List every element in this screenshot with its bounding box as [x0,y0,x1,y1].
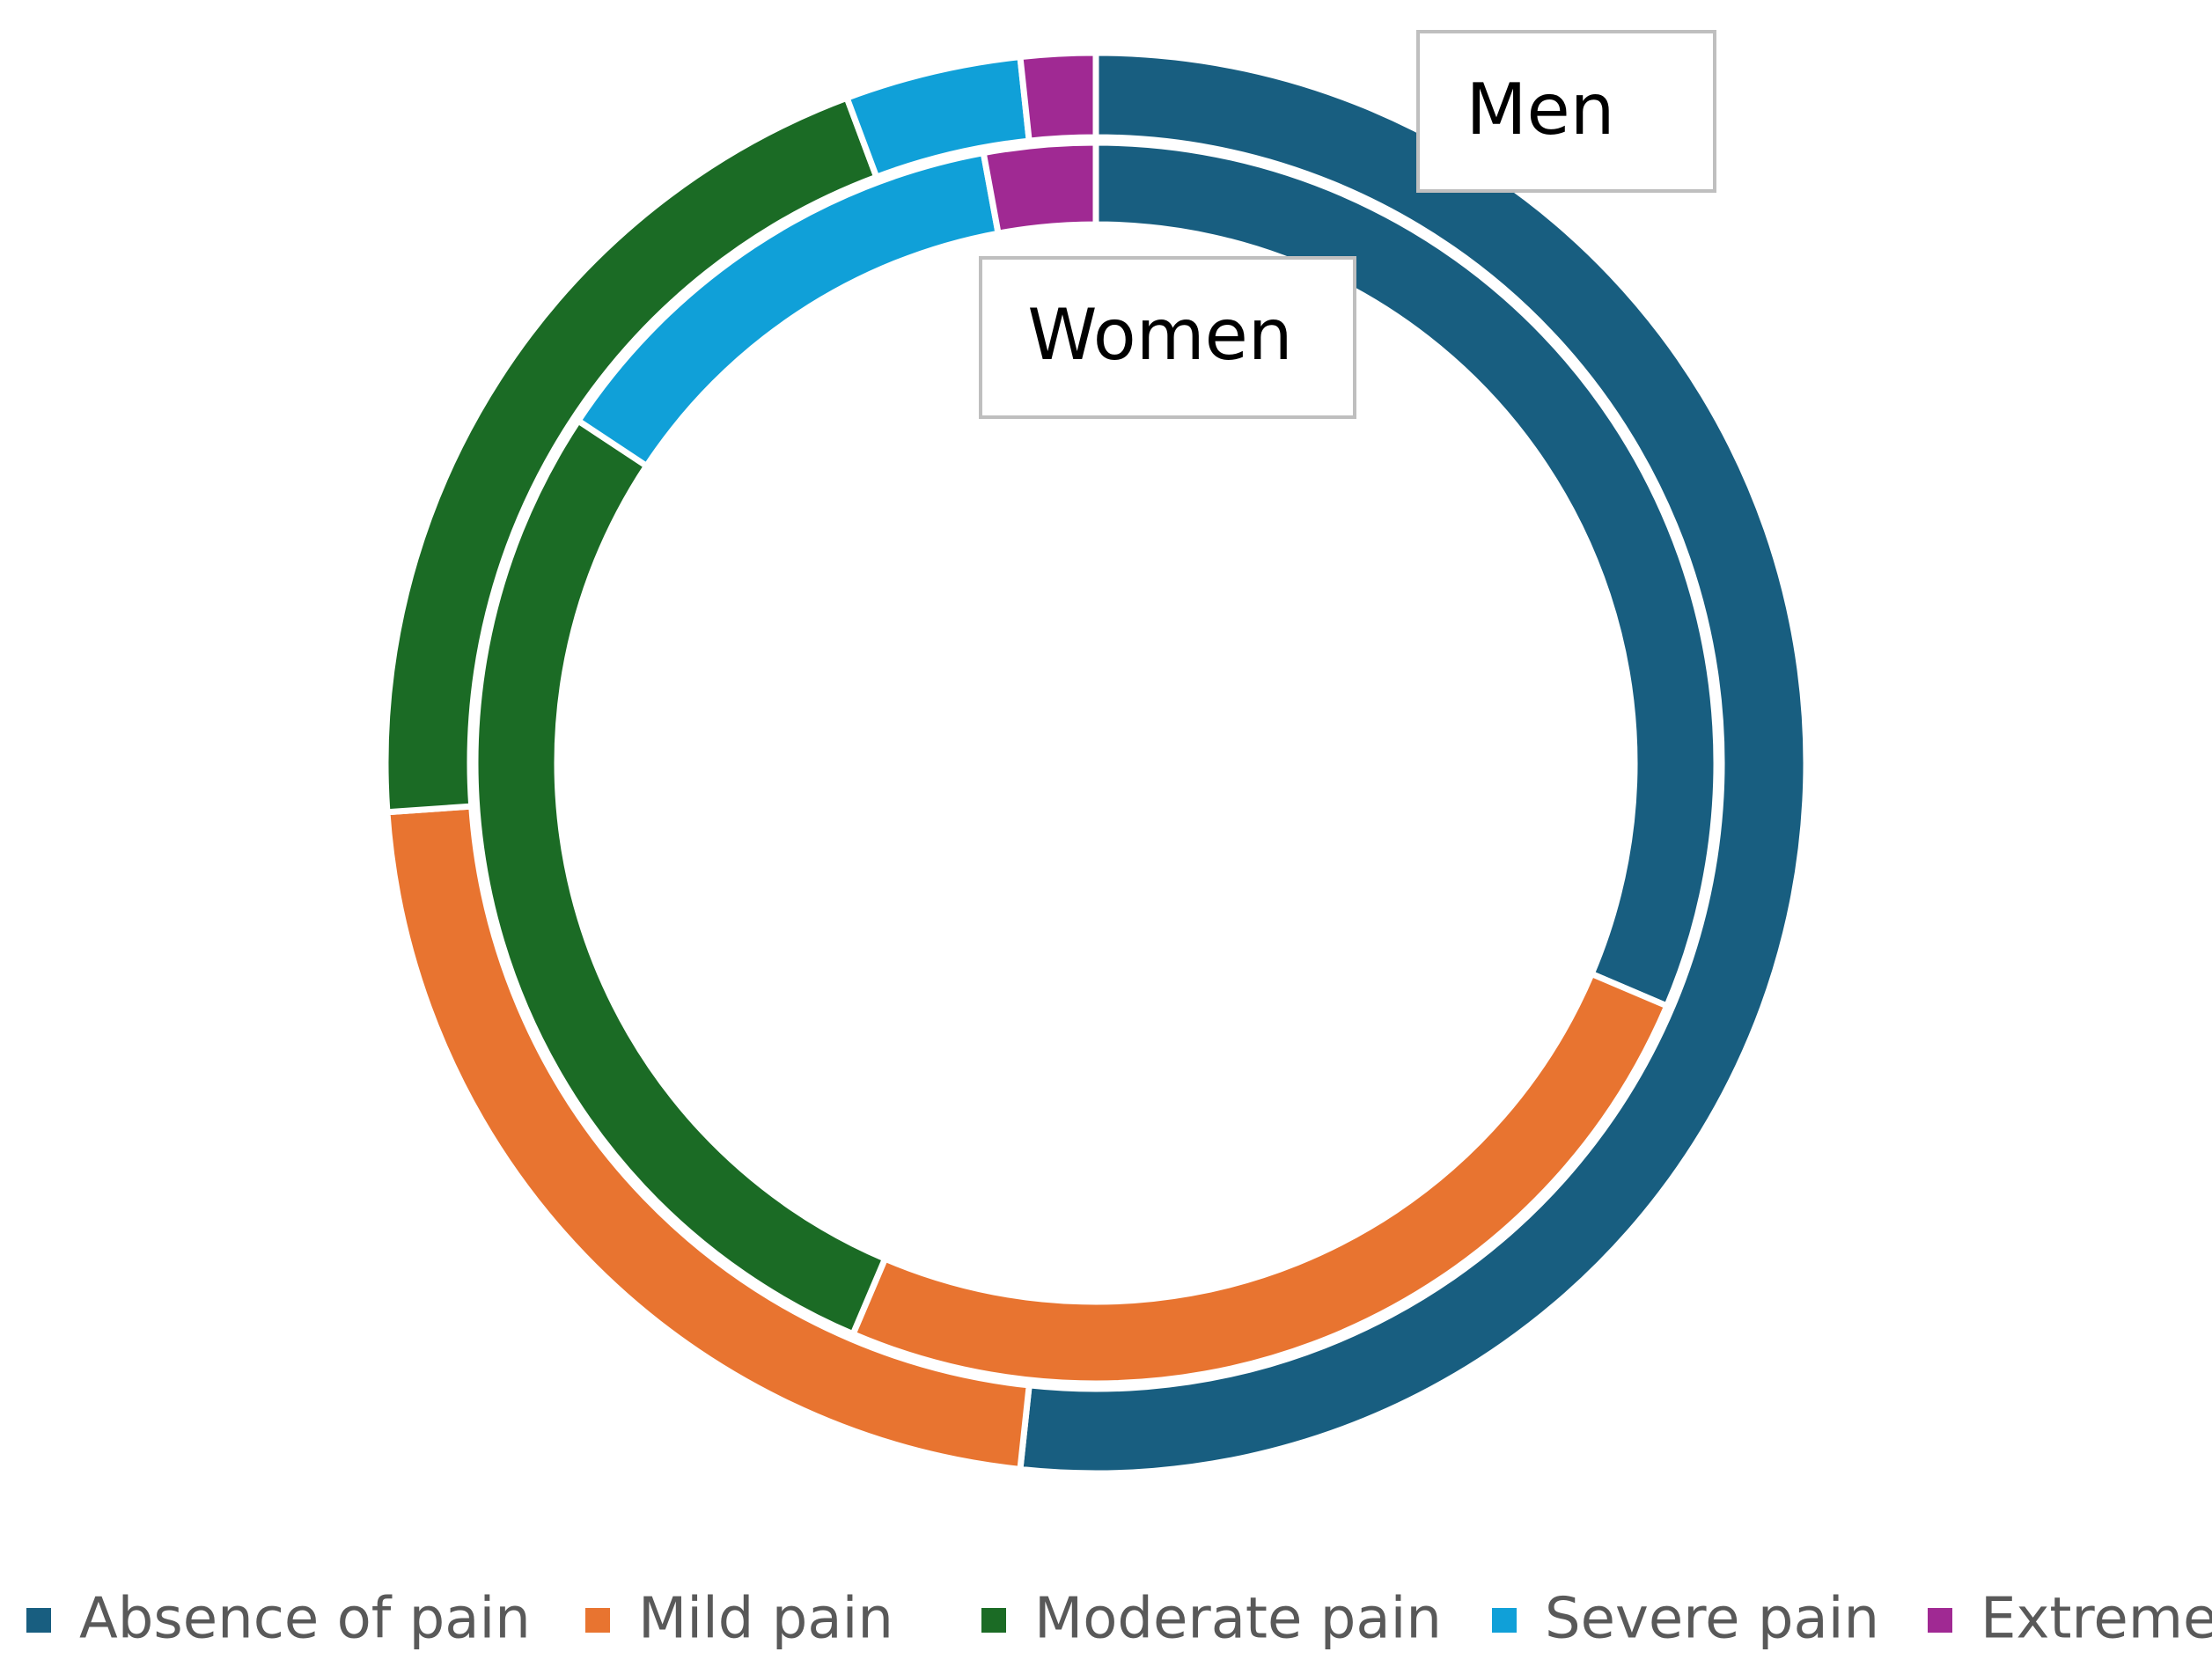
legend-swatch-moderate-pain [981,1608,1006,1633]
legend-label-severe-pain: Severe pain [1545,1587,1879,1652]
men-label: Men [1466,69,1615,151]
legend-label-mild-pain: Mild pain [638,1587,893,1652]
legend-swatch-severe-pain [1492,1608,1517,1633]
legend-label-moderate-pain: Moderate pain [1034,1587,1442,1652]
legend-label-extreme: Extreme [1981,1587,2212,1652]
women-slice-extreme [980,139,1099,238]
legend-label-absence-of-pain: Absence of pain [79,1587,531,1652]
women-label-callout: Women [979,256,1356,419]
women-slice-mild-pain [849,969,1672,1387]
legend-swatch-absence-of-pain [26,1608,51,1633]
men-slice-absence-of-pain [1017,49,1810,1477]
men-label-box [1416,30,1716,193]
legend-swatch-mild-pain [585,1608,610,1633]
men-slice-extreme [1017,49,1099,144]
donut-rings [382,49,1810,1477]
women-label-box [979,256,1356,419]
women-label: Women [1027,294,1292,376]
men-label-callout: Men [1416,30,1716,193]
legend-swatch-extreme [1928,1608,1952,1633]
legend: Absence of pain Mild pain Moderate pain Sev… [26,1587,2212,1652]
